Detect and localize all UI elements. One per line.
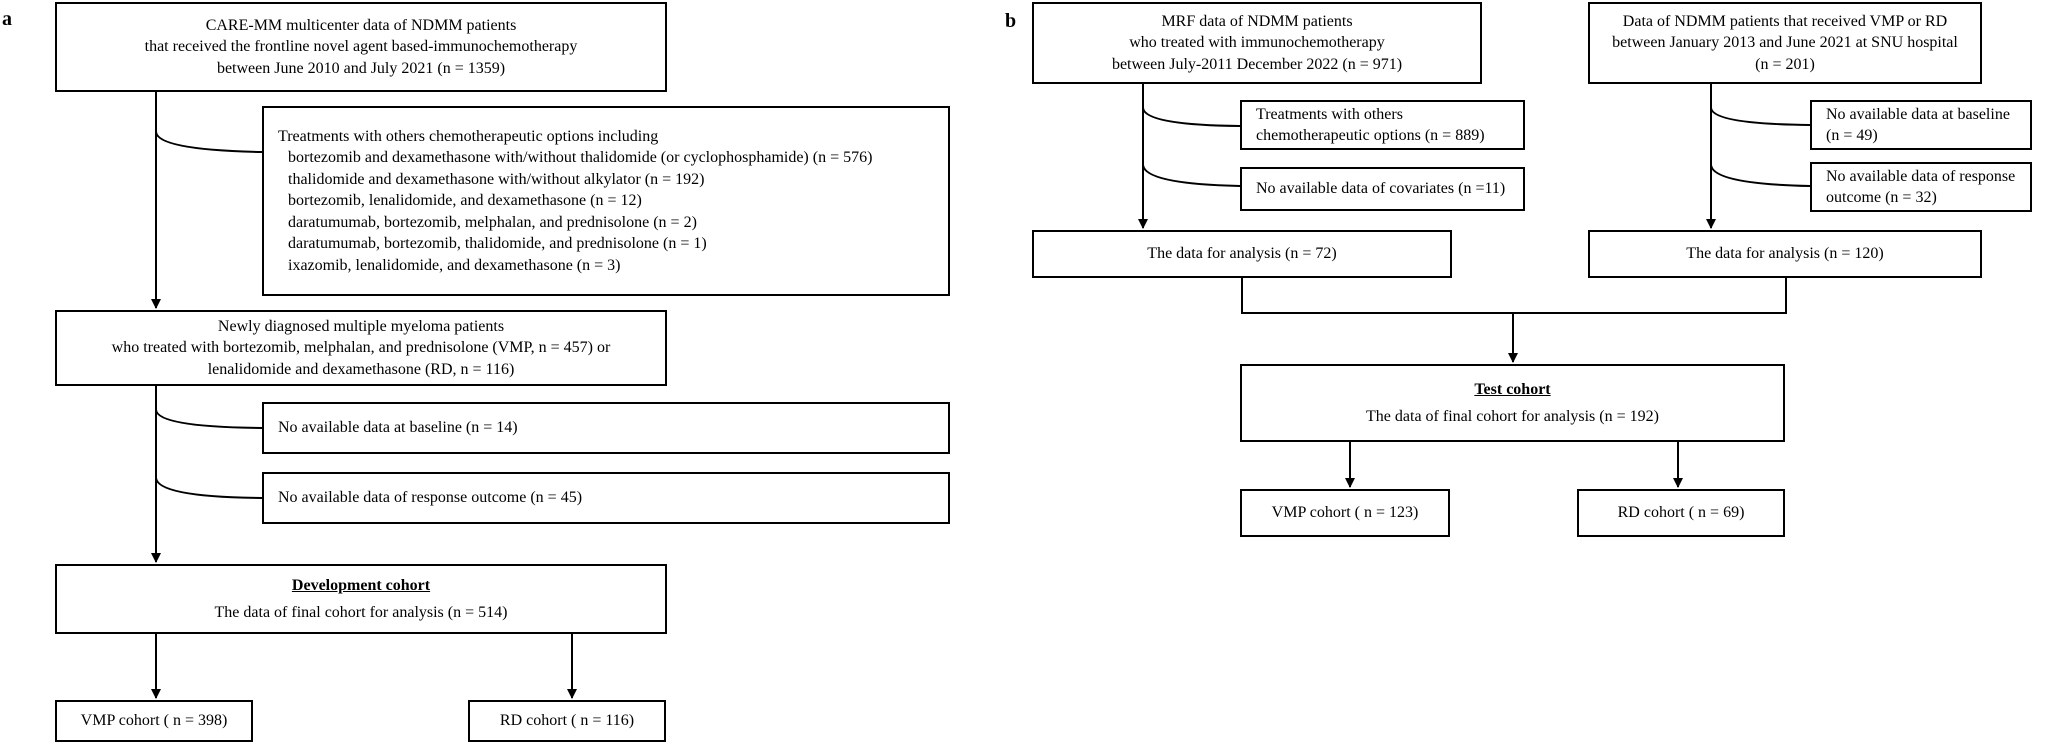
text-line: No available data of response bbox=[1826, 167, 2016, 185]
test-cohort-box: Test cohort The data of final cohort for… bbox=[1240, 364, 1785, 442]
text-line: between January 2013 and June 2021 at SN… bbox=[1612, 34, 1958, 52]
exclusion-box-mrf-treatments: Treatments with others chemotherapeutic … bbox=[1240, 100, 1525, 150]
merge-b bbox=[1241, 278, 1787, 314]
text-line: VMP cohort ( n = 398) bbox=[80, 712, 228, 730]
exclusion-box-mrf-covariates: No available data of covariates (n =11) bbox=[1240, 167, 1525, 211]
branch-a-treatments bbox=[155, 131, 263, 153]
exclusion-heading: Treatments with others chemotherapeutic … bbox=[278, 127, 659, 145]
vmp-cohort-box-b: VMP cohort ( n = 123) bbox=[1240, 489, 1450, 537]
exclusion-box-treatments: Treatments with others chemotherapeutic … bbox=[262, 106, 950, 296]
text-line: Treatments with others bbox=[1256, 105, 1403, 123]
text-line: No available data of covariates (n =11) bbox=[1256, 180, 1506, 198]
exclusion-item: daratumumab, bortezomib, thalidomide, an… bbox=[288, 235, 707, 253]
exclusion-box-response: No available data of response outcome (n… bbox=[262, 472, 950, 524]
exclusion-item: thalidomide and dexamethasone with/witho… bbox=[288, 170, 705, 188]
exclusion-item: bortezomib, lenalidomide, and dexamethas… bbox=[288, 192, 642, 210]
development-cohort-box: Development cohort The data of final coh… bbox=[55, 564, 667, 634]
exclusion-item: bortezomib and dexamethasone with/withou… bbox=[288, 149, 873, 167]
text-line: who treated with immunochemotherapy bbox=[1129, 34, 1385, 52]
ndmm-patients-box: Newly diagnosed multiple myeloma patient… bbox=[55, 310, 667, 386]
source-box-care-mm: CARE-MM multicenter data of NDMM patient… bbox=[55, 2, 667, 92]
text-line: (n = 201) bbox=[1755, 55, 1815, 73]
exclusion-box-snu-baseline: No available data at baseline (n = 49) bbox=[1810, 100, 2032, 150]
branch-b-snu-baseline bbox=[1710, 107, 1811, 126]
text-line: between July-2011 December 2022 (n = 971… bbox=[1111, 55, 1403, 73]
text-line: between June 2010 and July 2021 (n = 135… bbox=[216, 59, 506, 77]
analysis-box-snu: The data for analysis (n = 120) bbox=[1588, 230, 1982, 278]
panel-label-a: a bbox=[2, 8, 12, 30]
text-line: who treated with bortezomib, melphalan, … bbox=[111, 339, 611, 357]
text-line: The data for analysis (n = 72) bbox=[1147, 245, 1337, 263]
branch-b-mrf-treatments bbox=[1142, 107, 1241, 127]
text-line: VMP cohort ( n = 123) bbox=[1271, 504, 1419, 522]
panel-label-b: b bbox=[1005, 10, 1017, 32]
source-box-snu: Data of NDMM patients that received VMP … bbox=[1588, 2, 1982, 84]
exclusion-box-baseline: No available data at baseline (n = 14) bbox=[262, 402, 950, 454]
exclusion-item: ixazomib, lenalidomide, and dexamethason… bbox=[288, 256, 621, 274]
text-line: Newly diagnosed multiple myeloma patient… bbox=[217, 317, 505, 335]
vmp-cohort-box-a: VMP cohort ( n = 398) bbox=[55, 700, 253, 742]
branch-a-baseline bbox=[155, 409, 263, 429]
text-line: No available data of response outcome (n… bbox=[278, 489, 583, 507]
branch-b-snu-response bbox=[1710, 164, 1811, 187]
text-line: No available data at baseline bbox=[1826, 105, 2010, 123]
text-line: The data of final cohort for analysis (n… bbox=[214, 604, 508, 621]
text-line: chemotherapeutic options (n = 889) bbox=[1256, 127, 1485, 144]
rd-cohort-box-a: RD cohort ( n = 116) bbox=[468, 700, 666, 742]
text-line: outcome (n = 32) bbox=[1826, 189, 1937, 206]
cohort-title: Test cohort bbox=[1474, 380, 1551, 398]
exclusion-item: daratumumab, bortezomib, melphalan, and … bbox=[288, 213, 697, 231]
rd-cohort-box-b: RD cohort ( n = 69) bbox=[1577, 489, 1785, 537]
exclusion-box-snu-response: No available data of response outcome (n… bbox=[1810, 162, 2032, 212]
branch-b-mrf-covariates bbox=[1142, 164, 1241, 187]
text-line: RD cohort ( n = 116) bbox=[499, 712, 635, 730]
text-line: The data for analysis (n = 120) bbox=[1686, 245, 1884, 263]
text-line: RD cohort ( n = 69) bbox=[1617, 504, 1745, 522]
text-line: lenalidomide and dexamethasone (RD, n = … bbox=[207, 360, 515, 378]
branch-a-response bbox=[155, 477, 263, 499]
text-line: No available data at baseline (n = 14) bbox=[278, 419, 518, 437]
text-line: The data of final cohort for analysis (n… bbox=[1366, 408, 1659, 425]
cohort-title: Development cohort bbox=[291, 576, 431, 594]
text-line: that received the frontline novel agent … bbox=[144, 38, 578, 56]
text-line: (n = 49) bbox=[1826, 127, 1878, 144]
text-line: MRF data of NDMM patients bbox=[1161, 12, 1353, 30]
analysis-box-mrf: The data for analysis (n = 72) bbox=[1032, 230, 1452, 278]
text-line: Data of NDMM patients that received VMP … bbox=[1622, 12, 1948, 30]
source-box-mrf: MRF data of NDMM patients who treated wi… bbox=[1032, 2, 1482, 84]
text-line: CARE-MM multicenter data of NDMM patient… bbox=[205, 16, 517, 34]
